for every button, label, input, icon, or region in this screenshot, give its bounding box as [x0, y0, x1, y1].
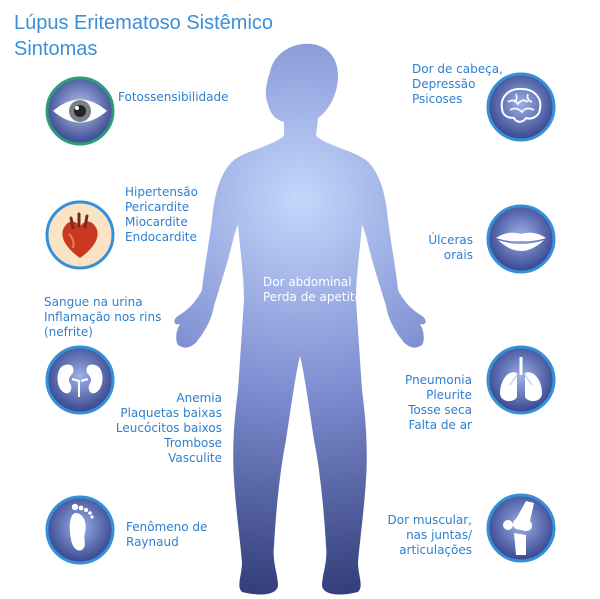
label-brain: Dor de cabeça, Depressão Psicoses	[412, 62, 503, 106]
title-line-1: Lúpus Eritematoso Sistêmico	[14, 12, 274, 34]
label-foot: Fenômeno de Raynaud	[126, 520, 208, 549]
label-abdomen: Dor abdominal Perda de apetite	[263, 275, 362, 304]
foot-icon	[45, 495, 115, 565]
label-heart: Hipertensão Pericardite Miocardite Endoc…	[125, 185, 198, 244]
label-lungs: Pneumonia Pleurite Tosse seca Falta de a…	[405, 373, 472, 432]
label-kidney: Sangue na urina Inflamação nos rins (nef…	[44, 295, 162, 339]
heart-icon	[45, 200, 115, 270]
brain-icon	[486, 72, 556, 142]
page-title: Lúpus Eritematoso Sistêmico Sintomas	[14, 10, 273, 62]
body-silhouette	[174, 43, 426, 595]
title-line-2: Sintomas	[14, 38, 98, 60]
knee-joint-icon	[486, 493, 556, 563]
kidney-icon	[45, 345, 115, 415]
mouth-icon	[486, 204, 556, 274]
label-eye: Fotossensibilidade	[118, 90, 229, 104]
eye-icon	[45, 76, 115, 146]
lungs-icon	[486, 345, 556, 415]
label-mouth: Úlceras orais	[428, 233, 473, 262]
label-blood: Anemia Plaquetas baixas Leucócitos baixo…	[115, 391, 222, 465]
label-joint: Dor muscular, nas juntas/ articulações	[387, 513, 472, 557]
